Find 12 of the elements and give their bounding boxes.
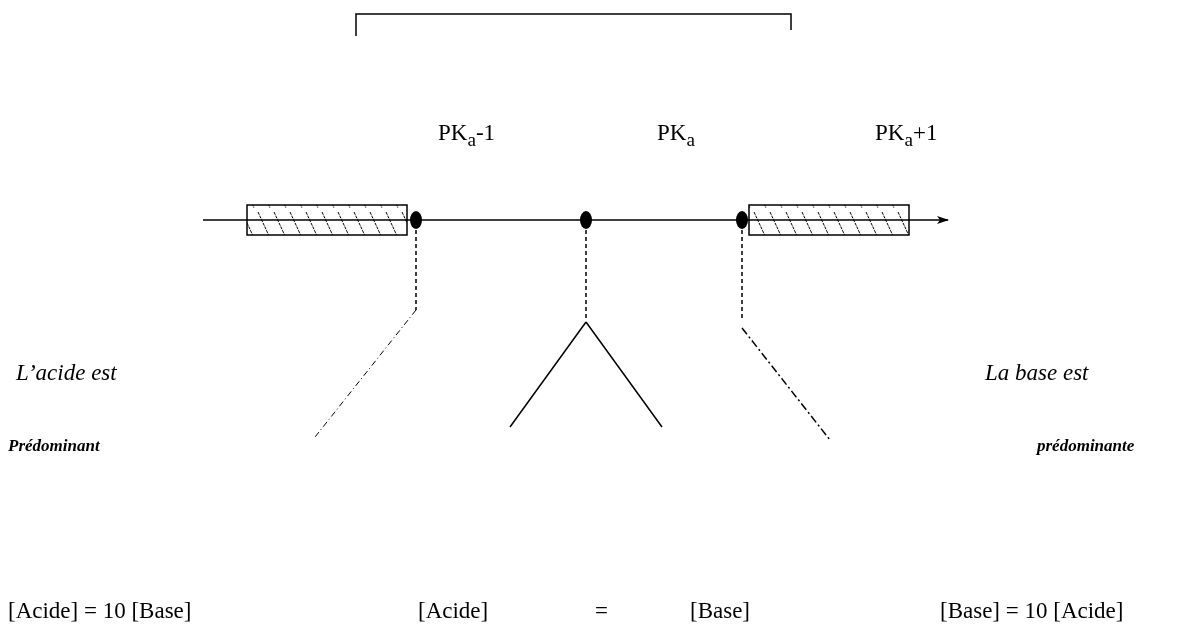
region-label: La base est <box>985 360 1089 386</box>
pka-label: PK$_{a}$+1 <box>875 120 938 150</box>
region-label: L’acide est <box>16 360 117 386</box>
pka-label: PK$_{a}$-1 <box>438 120 496 150</box>
pka-label: PK$_{a}$ <box>657 120 695 150</box>
concentration-relation: [Acide] = 10 [Base] <box>8 598 192 624</box>
concentration-relation: [Base] <box>690 598 751 624</box>
concentration-relation: [Acide] <box>418 598 489 624</box>
region-label: Prédominant <box>8 437 100 456</box>
region-label: prédominante <box>1037 437 1135 456</box>
equals-sign: = <box>595 598 608 624</box>
concentration-relation: [Base] = 10 [Acide] <box>940 598 1124 624</box>
